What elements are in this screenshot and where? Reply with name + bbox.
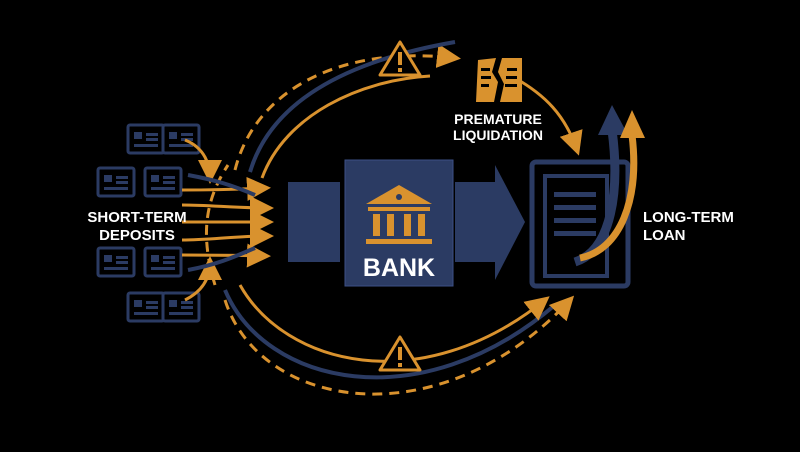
deposit-card-icon [126, 291, 166, 323]
deposits-label-line1: SHORT-TERM [87, 209, 186, 226]
bank-flow-arrow [288, 165, 525, 280]
warning-icon-top [378, 40, 422, 77]
bank-box: BANK [344, 159, 454, 287]
deposit-card-icon [96, 166, 136, 198]
broken-document-icon [476, 58, 522, 102]
deposit-card-icon [143, 166, 183, 198]
loan-label-line2: LOAN [643, 227, 686, 244]
premature-label-line2: LIQUIDATION [453, 127, 543, 143]
bottom-gold-arc [238, 284, 550, 363]
growth-arrow-icon [573, 105, 645, 267]
upper-right-arc [514, 76, 583, 156]
deposit-card-icon [143, 246, 183, 278]
deposit-card-icon [161, 123, 201, 155]
cycle-arcs [205, 40, 583, 396]
top-navy-arc [248, 40, 456, 173]
deposits-label-line2: DEPOSITS [99, 227, 175, 244]
bank-building-icon [366, 185, 432, 244]
bank-label: BANK [363, 254, 435, 282]
deposit-card-icon [161, 291, 201, 323]
deposit-flow-arrows [181, 138, 274, 302]
top-dashed-arc [233, 44, 461, 171]
top-gold-arc [260, 74, 431, 179]
deposit-card-icon [96, 246, 136, 278]
deposit-cards [96, 123, 201, 323]
deposit-card-icon [126, 123, 166, 155]
bottom-navy-arc [223, 289, 557, 380]
warning-icon-bottom [378, 335, 422, 372]
bottom-dashed-arc [223, 295, 575, 396]
premature-label-line1: PREMATURE [454, 111, 542, 127]
loan-label-line1: LONG-TERM [643, 209, 734, 226]
loan-document-icon [529, 159, 631, 289]
